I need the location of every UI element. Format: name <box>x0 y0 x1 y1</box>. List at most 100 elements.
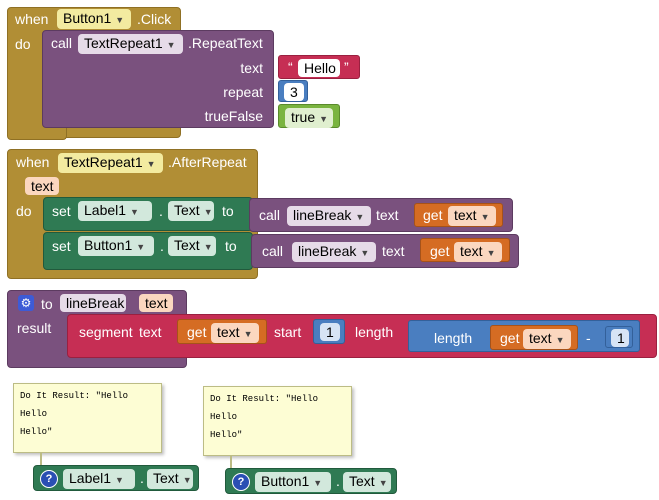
quote-open: “ <box>288 59 293 75</box>
param-label-repeat: repeat <box>223 84 263 100</box>
get-keyword: get <box>423 207 443 223</box>
set-keyword: set <box>52 238 71 254</box>
set-keyword: set <box>52 203 71 219</box>
call-keyword: call <box>262 243 284 259</box>
segment-text-label: text <box>139 324 162 340</box>
event-name: .AfterRepeat <box>168 154 247 170</box>
chevron-down-icon: ▼ <box>166 40 176 50</box>
text-value-field[interactable]: Hello <box>298 59 340 77</box>
result-keyword: result <box>17 320 52 336</box>
to-keyword: to <box>222 203 234 219</box>
dot-separator: . <box>159 203 163 219</box>
chevron-down-icon: ▼ <box>360 248 370 258</box>
argument-label: text <box>382 243 405 259</box>
procedure-parameter-text[interactable]: text <box>139 294 173 312</box>
procedure-dropdown-linebreak[interactable]: lineBreak▼ <box>287 206 371 226</box>
property-dropdown-text[interactable]: Text▼ <box>168 236 216 256</box>
component-name: Label1 <box>69 470 112 486</box>
chevron-down-icon: ▼ <box>486 248 496 258</box>
component-name: Button1 <box>63 10 112 26</box>
dot-separator: . <box>336 473 340 489</box>
procedure-name: lineBreak <box>293 207 352 223</box>
call-keyword: call <box>259 207 281 223</box>
event-block-bottom-strip <box>7 128 67 140</box>
result-line: Do It Result: "Hello <box>20 391 129 401</box>
chevron-down-icon: ▼ <box>203 207 213 217</box>
component-dropdown-button1[interactable]: Button1▼ <box>255 472 331 492</box>
component-dropdown-textrepeat1[interactable]: TextRepeat1▼ <box>58 153 163 173</box>
component-name: TextRepeat1 <box>84 35 163 51</box>
chevron-down-icon: ▼ <box>555 335 565 345</box>
boolean-value: true <box>291 109 316 125</box>
component-name: Button1 <box>261 473 310 489</box>
number-value-field[interactable]: 1 <box>611 329 629 347</box>
when-keyword: when <box>15 11 49 27</box>
component-dropdown-button1[interactable]: Button1▼ <box>78 236 154 256</box>
variable-name: text <box>454 207 477 223</box>
result-line: Hello <box>20 409 48 419</box>
dot-separator: . <box>160 238 164 254</box>
variable-dropdown-text[interactable]: text▼ <box>523 329 571 349</box>
number-value-field[interactable]: 3 <box>284 83 304 101</box>
help-icon[interactable]: ? <box>40 470 58 488</box>
chevron-down-icon: ▼ <box>355 212 365 222</box>
to-keyword: to <box>41 296 53 312</box>
variable-dropdown-text[interactable]: text▼ <box>454 242 502 262</box>
property-dropdown-text[interactable]: Text▼ <box>168 201 214 221</box>
chevron-down-icon: ▼ <box>313 478 323 488</box>
start-label: start <box>274 324 302 340</box>
result-line: Hello" <box>20 427 53 437</box>
method-name: .RepeatText <box>188 35 263 51</box>
procedure-dropdown-linebreak[interactable]: lineBreak▼ <box>292 242 376 262</box>
length-label: length <box>355 324 394 340</box>
variable-dropdown-text[interactable]: text▼ <box>448 206 496 226</box>
variable-name: text <box>460 243 483 259</box>
do-keyword: do <box>16 203 32 219</box>
component-name: TextRepeat1 <box>64 154 143 170</box>
chevron-down-icon: ▼ <box>378 478 388 488</box>
bubble-pointer <box>230 455 232 469</box>
component-dropdown-button1[interactable]: Button1▼ <box>57 9 131 29</box>
property-name: Text <box>174 202 200 218</box>
property-dropdown-text[interactable]: Text▼ <box>343 472 391 492</box>
property-name: Text <box>153 470 179 486</box>
result-line: Hello <box>210 412 238 422</box>
property-dropdown-text[interactable]: Text▼ <box>147 469 193 489</box>
variable-name: text <box>217 324 240 340</box>
property-name: Text <box>349 473 375 489</box>
chevron-down-icon: ▼ <box>182 475 192 485</box>
boolean-dropdown[interactable]: true▼ <box>285 108 333 128</box>
get-keyword: get <box>430 243 450 259</box>
procedure-name-field[interactable]: lineBreak <box>60 294 126 312</box>
gear-icon[interactable]: ⚙ <box>18 295 34 311</box>
event-parameter-text[interactable]: text <box>25 177 59 195</box>
chevron-down-icon: ▼ <box>480 212 490 222</box>
chevron-down-icon: ▼ <box>243 329 253 339</box>
dot-separator: . <box>140 470 144 486</box>
variable-name: text <box>529 330 552 346</box>
do-keyword: do <box>15 36 31 52</box>
variable-dropdown-text[interactable]: text▼ <box>211 323 259 343</box>
component-dropdown-label1[interactable]: Label1▼ <box>78 201 152 221</box>
call-keyword: call <box>51 35 73 51</box>
do-it-result-bubble-button1: Do It Result: "Hello Hello Hello" <box>203 386 352 456</box>
help-icon[interactable]: ? <box>232 473 250 491</box>
component-name: Label1 <box>84 202 127 218</box>
get-keyword: get <box>500 330 520 346</box>
quote-close: ” <box>344 59 349 75</box>
chevron-down-icon: ▼ <box>115 15 125 25</box>
result-line: Hello" <box>210 430 243 440</box>
param-label-text: text <box>240 60 263 76</box>
length-function-label: length <box>434 330 473 346</box>
result-line: Do It Result: "Hello <box>210 394 319 404</box>
component-dropdown-textrepeat1[interactable]: TextRepeat1▼ <box>78 34 183 54</box>
component-name: Button1 <box>84 237 133 253</box>
component-dropdown-label1[interactable]: Label1▼ <box>63 469 135 489</box>
number-value-field[interactable]: 1 <box>320 323 340 341</box>
param-label-truefalse: trueFalse <box>204 108 263 124</box>
chevron-down-icon: ▼ <box>319 114 329 124</box>
chevron-down-icon: ▼ <box>203 242 213 252</box>
minus-operator: - <box>586 330 591 346</box>
when-keyword: when <box>16 154 50 170</box>
bubble-pointer <box>40 452 42 466</box>
